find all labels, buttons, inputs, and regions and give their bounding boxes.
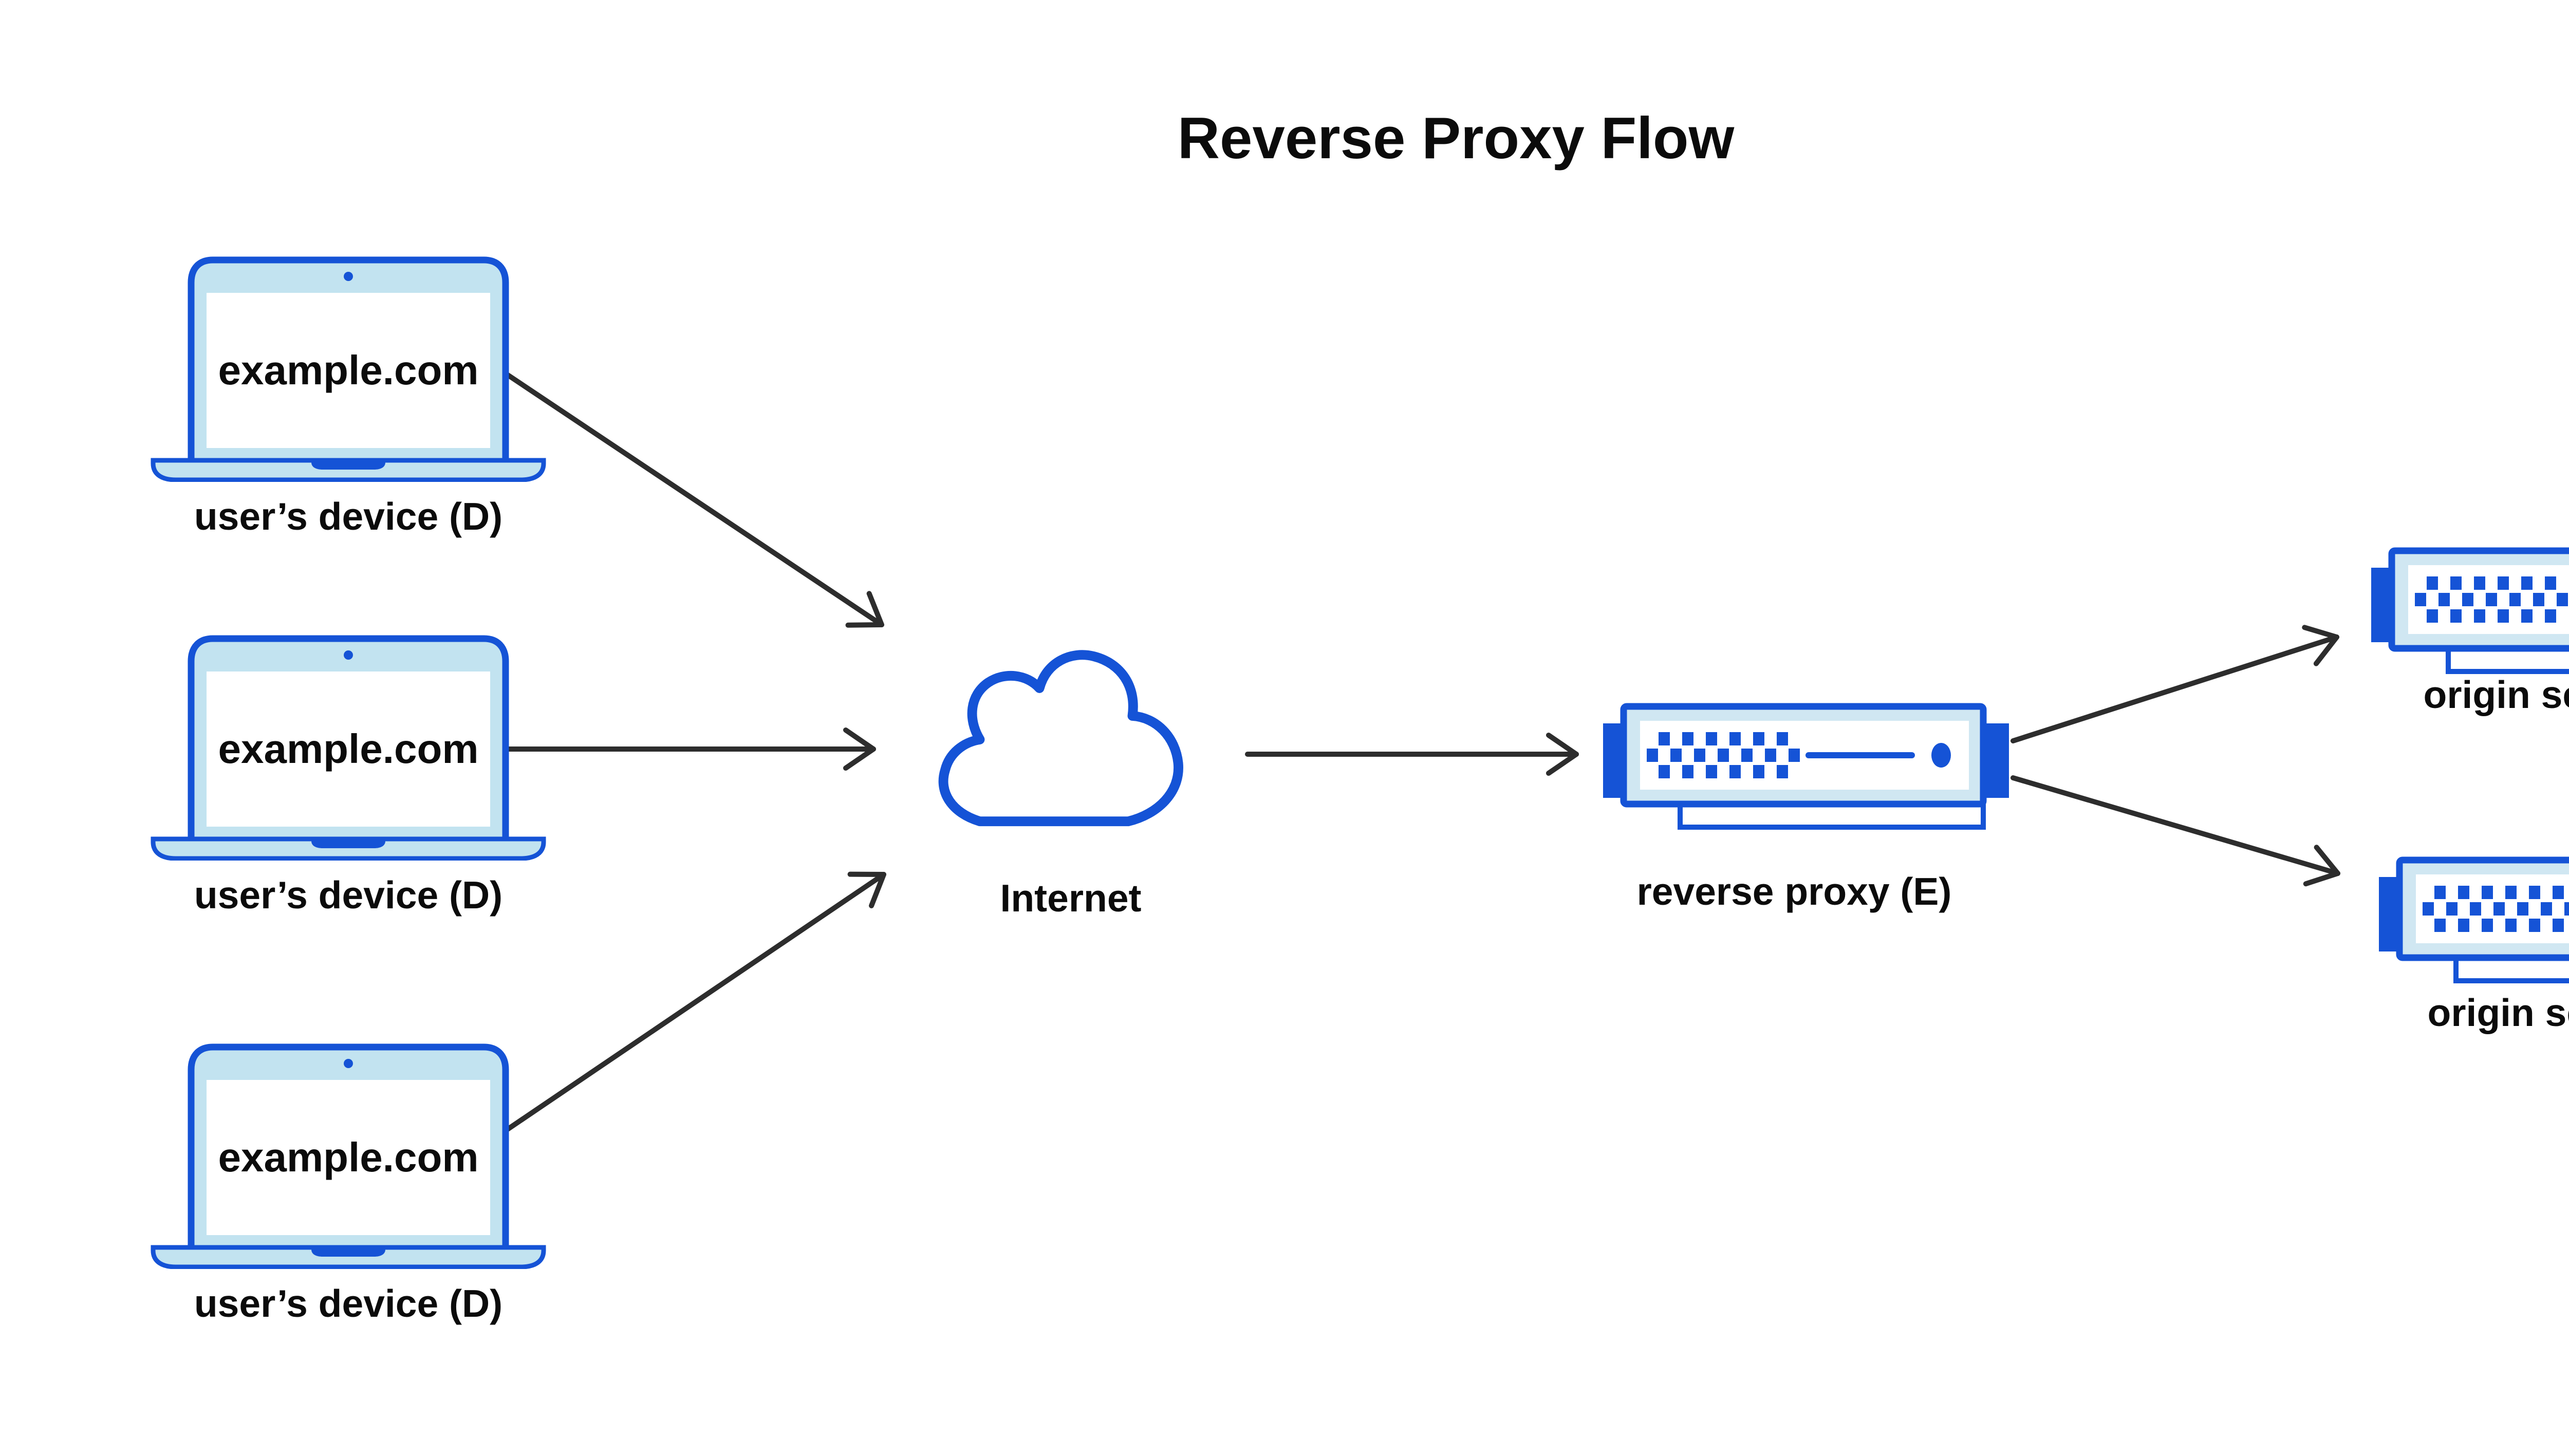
connection-arrows: [503, 371, 2340, 1132]
device1-screen-text: example.com: [218, 347, 479, 393]
server-icon-origin1: [2371, 551, 2569, 671]
arrow-proxy-to-origin2: [2010, 775, 2340, 887]
arrow-device3-to-internet: [505, 871, 886, 1132]
device2-label: user’s device (D): [194, 873, 503, 917]
cloud-icon: [938, 650, 1183, 827]
device3-label: user’s device (D): [194, 1282, 503, 1325]
internet-label: Internet: [1000, 876, 1142, 920]
server-icon-origin2: [2379, 860, 2569, 981]
origin-server2-label: origin server (F): [2427, 991, 2569, 1034]
arrow-proxy-to-origin1: [2010, 625, 2339, 743]
device3-screen-text: example.com: [218, 1134, 479, 1180]
origin-server1-label: origin server (F): [2423, 673, 2569, 716]
arrow-device1-to-internet: [503, 371, 884, 628]
reverse-proxy-label: reverse proxy (E): [1636, 870, 1952, 913]
device1-label: user’s device (D): [194, 495, 503, 538]
server-icon-reverse-proxy: [1603, 706, 2009, 827]
page-title: Reverse Proxy Flow: [1177, 106, 1735, 171]
device2-screen-text: example.com: [218, 726, 479, 772]
